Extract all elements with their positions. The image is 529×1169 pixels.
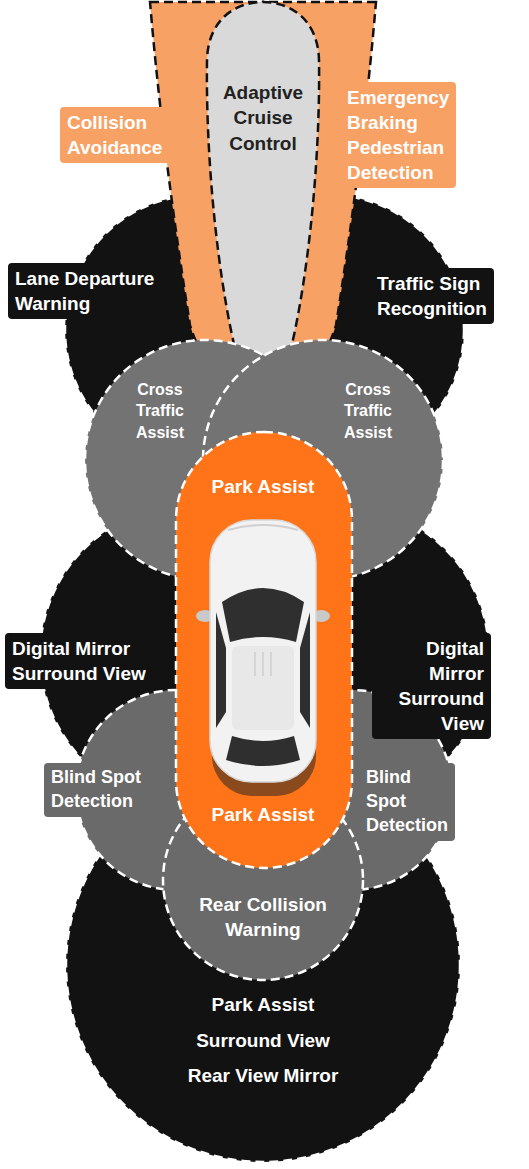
zone-label: Traffic Sign Recognition <box>370 268 494 324</box>
zone-label: Park Assist <box>209 801 318 828</box>
zone-label: Park Assist <box>209 991 318 1018</box>
zone-label: Digital Mirror Surround View <box>5 633 155 689</box>
zone-label: Blind Spot Detection <box>44 763 162 817</box>
zone-label: Emergency Braking Pedestrian Detection <box>340 82 456 188</box>
zone-label: Digital Mirror Surround View <box>372 633 491 739</box>
zone-label: Cross Traffic Assist <box>120 378 200 443</box>
zone-label: Collision Avoidance <box>60 107 185 163</box>
zone-label: Blind Spot Detection <box>359 763 455 840</box>
zone-label: Adaptive Cruise Control <box>213 79 313 156</box>
zone-label: Park Assist <box>209 473 318 500</box>
outline-shape <box>176 432 352 868</box>
zone-label: Rear View Mirror <box>185 1062 342 1089</box>
coverage-zone: Park AssistPark Assist <box>174 430 354 870</box>
zone-label: Surround View <box>193 1027 333 1054</box>
zone-label: Lane Departure Warning <box>8 263 168 319</box>
zone-label: Rear Collision Warning <box>183 891 343 943</box>
zone-label: Cross Traffic Assist <box>328 378 408 443</box>
